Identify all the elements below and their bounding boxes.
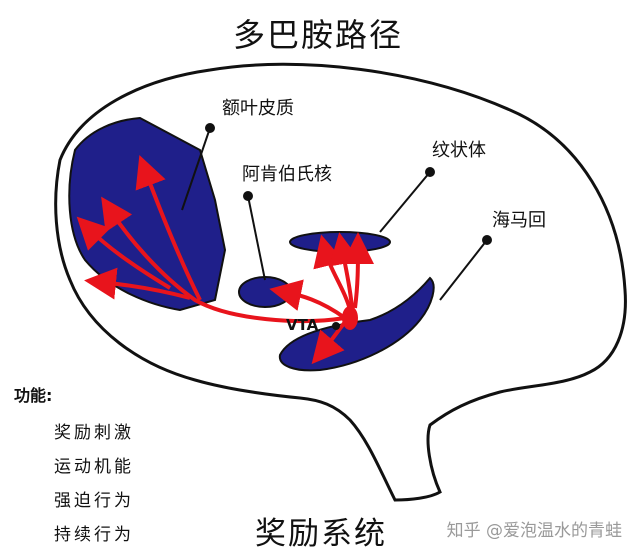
function-item: 奖励刺激 xyxy=(54,418,134,443)
function-item: 运动机能 xyxy=(54,452,134,477)
functions-title: 功能: xyxy=(14,382,52,406)
vta-region xyxy=(342,306,358,330)
label-hippocampus: 海马回 xyxy=(492,206,546,232)
watermark-text: 知乎 @爱泡温水的青蛙 xyxy=(447,516,622,541)
page-title: 多巴胺路径 xyxy=(0,10,636,56)
function-item: 持续行为 xyxy=(54,520,134,545)
label-prefrontal-cortex: 额叶皮质 xyxy=(222,94,294,120)
callout-dot-prefrontal xyxy=(206,124,214,132)
callout-dot-hippocampus xyxy=(483,236,491,244)
nucleus-accumbens-region xyxy=(239,277,291,307)
callout-dot-striatum xyxy=(426,168,434,176)
label-vta: VTA xyxy=(286,316,318,334)
striatum-region xyxy=(290,232,390,252)
label-nucleus-accumbens: 阿肯伯氏核 xyxy=(242,160,332,186)
label-striatum: 纹状体 xyxy=(432,136,486,162)
diagram-subtitle: 奖励系统 xyxy=(255,508,387,553)
function-item: 强迫行为 xyxy=(54,486,134,511)
vta-dot xyxy=(332,322,340,330)
callout-dot-accumbens xyxy=(244,192,252,200)
